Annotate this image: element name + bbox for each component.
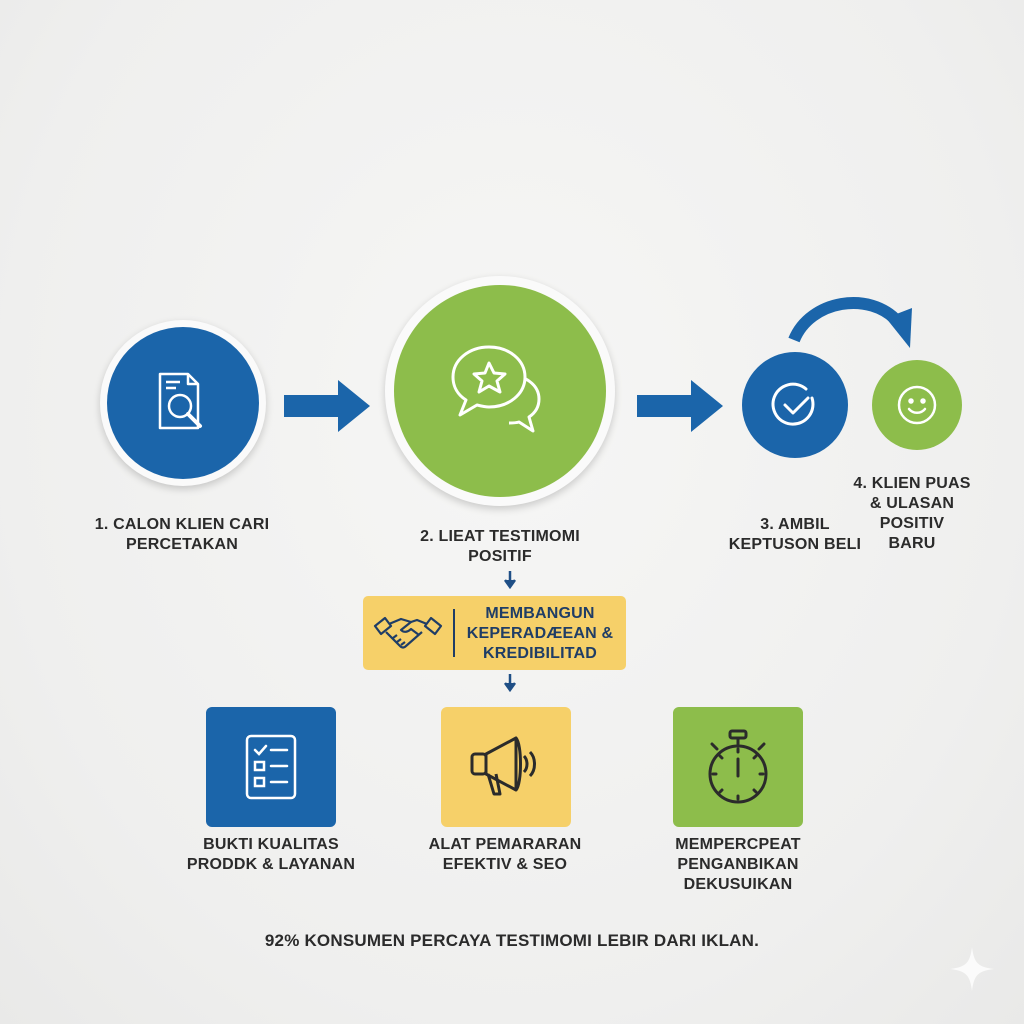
- sparkle-icon: [950, 947, 994, 991]
- stopwatch-icon: [708, 729, 768, 804]
- smiley-icon: [897, 385, 937, 425]
- step-2-circle: [385, 276, 615, 506]
- check-circle-icon: [771, 382, 815, 426]
- divider: [453, 609, 455, 657]
- arrow-down-icon: [503, 571, 517, 589]
- benefit-tile-decision: [673, 707, 803, 827]
- arrow-right-icon: [637, 380, 723, 432]
- megaphone-icon: [470, 736, 536, 796]
- benefit-tile-quality: [206, 707, 336, 827]
- arrow-down-icon: [503, 674, 517, 692]
- handshake-icon: [373, 616, 443, 649]
- step-4-circle: [872, 360, 962, 450]
- curved-arrow-icon: [788, 297, 912, 348]
- benefit-tile-marketing: [441, 707, 571, 827]
- arrow-right-icon: [284, 380, 370, 432]
- document-search-icon: [158, 372, 202, 430]
- chat-star-icon: [451, 345, 541, 433]
- step-1-circle: [100, 320, 266, 486]
- footer-statistic: 92% KONSUMEN PERCAYA TESTIMOMI LEBIR DAR…: [264, 931, 760, 950]
- step-3-circle: [742, 352, 848, 458]
- checklist-icon: [245, 734, 297, 800]
